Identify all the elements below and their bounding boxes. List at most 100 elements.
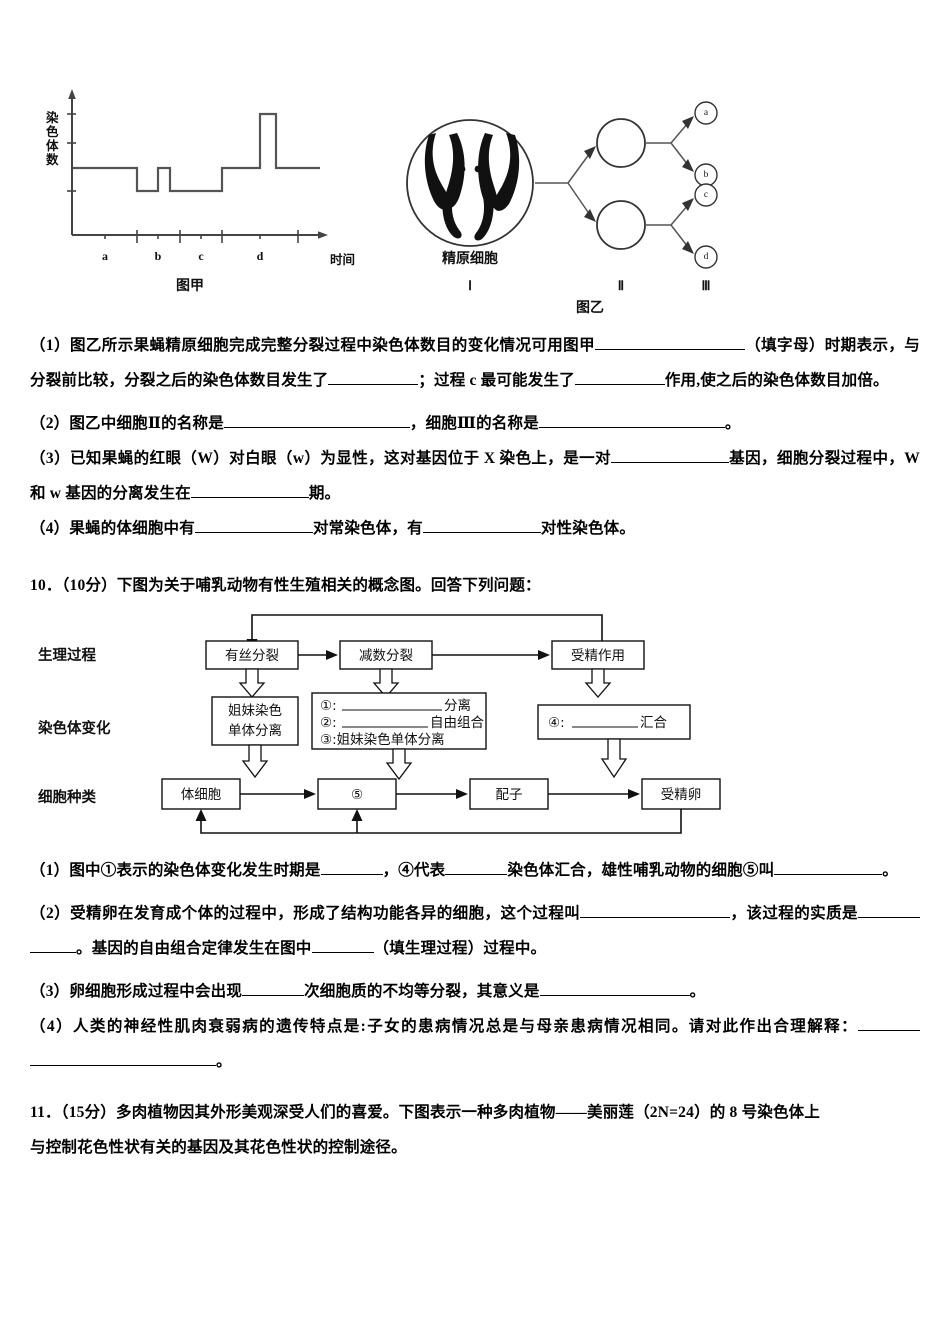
chart-y-axis-label-char3: 体 — [46, 138, 59, 153]
arrowhead-somatic-to-5 — [304, 789, 316, 799]
q10-p3-blank-2[interactable] — [539, 980, 690, 996]
chart-y-axis-label-char4: 数 — [45, 152, 59, 167]
meiosis-item-1-num: ①: — [320, 698, 337, 714]
q10-p4-blank-1[interactable] — [858, 1015, 920, 1031]
feedback-arrowhead-somatic — [195, 809, 207, 821]
concept-diagram: 生理过程 染色体变化 细胞种类 有丝分裂 减数分裂 受精作用 — [30, 611, 920, 846]
q10-p2-blank-2b[interactable] — [30, 937, 76, 953]
chart-xlabel-d: d — [257, 249, 264, 263]
stage-numeral-II: Ⅱ — [618, 278, 624, 293]
box-zygote — [641, 778, 721, 810]
feedback-arrowhead-5 — [351, 809, 363, 821]
q9-p1-blank-3[interactable] — [574, 369, 665, 385]
box-fertilization-label: 受精作用 — [571, 648, 625, 664]
q10-p2-blank-3[interactable] — [311, 937, 374, 953]
q10-p1-blank-4[interactable] — [836, 859, 883, 875]
figure-1-svg: 染 色 体 数 a b c d 时间 图甲 — [45, 89, 718, 315]
q10-p4-blank-2[interactable] — [30, 1050, 216, 1066]
spermatogonium-circle — [406, 119, 534, 247]
q9-p3-blank-1[interactable] — [610, 447, 729, 463]
chart-caption-jia: 图甲 — [176, 278, 204, 294]
q10-p2-blank-1[interactable] — [580, 902, 731, 918]
box-gamete-label: 配子 — [496, 787, 523, 803]
box-somatic-cell-label: 体细胞 — [181, 787, 222, 803]
q9-part-1: （1）图乙所示果蝇精原细胞完成完整分裂过程中染色体数目的变化情况可用图甲（填字母… — [30, 328, 920, 398]
box-mitosis — [205, 640, 299, 670]
q10-part-4: （4）人类的神经性肌肉衰弱病的遗传特点是:子女的患病情况总是与母亲患病情况相同。… — [30, 1009, 920, 1079]
fertilization-item-suffix: 汇合 — [640, 715, 668, 731]
q10-p2-text-c: 。基因的自由组合定律发生在图中 — [76, 940, 312, 957]
q10-p3-text-a: （3）卵细胞形成过程中会出现 — [30, 983, 243, 1000]
chart-x-axis-label: 时间 — [330, 252, 355, 267]
q9-p4-blank-1[interactable] — [194, 517, 313, 533]
row-label-cell-type: 细胞种类 — [38, 788, 96, 806]
q11-stem: 11．（15分）多肉植物因其外形美观深受人们的喜爱。下图表示一种多肉植物——美丽… — [30, 1095, 920, 1165]
product-circle-a — [694, 101, 718, 125]
q9-p1-blank-1[interactable] — [595, 334, 745, 350]
q10-part-3: （3）卵细胞形成过程中会出现 次细胞质的不均等分裂，其意义是 。 — [30, 974, 920, 1009]
q9-p4-blank-2[interactable] — [422, 517, 541, 533]
connector-to-b — [670, 142, 689, 166]
q9-p2-text-c: 。 — [724, 415, 741, 432]
arrowhead-5-to-gamete — [456, 789, 468, 799]
q9-p2-text-a: （2）图乙中细胞Ⅱ的名称是 — [30, 415, 224, 432]
q9-p1-blank-2[interactable] — [328, 369, 419, 385]
q10-p2-text-a: （2）受精卵在发育成个体的过程中，形成了结构功能各异的细胞，这个过程叫 — [30, 905, 581, 922]
q11-line-1: 11．（15分）多肉植物因其外形美观深受人们的喜爱。下图表示一种多肉植物——美丽… — [30, 1104, 821, 1121]
fat-arrow-sister-down — [241, 744, 269, 779]
chromosome-shapes — [424, 133, 520, 241]
meiosis-item-2-suffix: 自由组合 — [430, 715, 484, 731]
box-sister-chromatid-separation — [211, 696, 299, 746]
secondary-cell-upper — [596, 118, 646, 168]
meiosis-item-1-suffix: 分离 — [444, 697, 471, 714]
product-label-b: b — [704, 170, 709, 180]
arrowhead-to-c — [682, 198, 694, 211]
q10-part-1: （1）图中①表示的染色体变化发生时期是，④代表染色体汇合，雄性哺乳动物的细胞⑤叫… — [30, 853, 920, 888]
chart-y-axis-label-char1: 染 — [45, 110, 59, 125]
q10-p1-blank-2[interactable] — [445, 859, 508, 875]
q9-p3-text-b: 基因，细胞分裂过程中，W 和 w 基因的分离发生在 — [30, 450, 920, 502]
q9-p2-text-b: ，细胞Ⅲ的名称是 — [409, 415, 539, 432]
box-cell-5-label: ⑤ — [351, 787, 363, 803]
q10-p3-blank-1[interactable] — [242, 980, 305, 996]
fertilization-item-num: ④: — [548, 715, 565, 731]
arrowhead-fork-down — [584, 209, 596, 222]
row-label-chromosome-change: 染色体变化 — [37, 719, 111, 737]
box-fertilization — [551, 640, 645, 670]
q10-p2-blank-2[interactable] — [858, 902, 920, 918]
box-gamete — [469, 778, 549, 810]
q10-p4-text-a: （4）人类的神经性肌肉衰弱病的遗传特点是:子女的患病情况总是与母亲患病情况相同。… — [30, 1018, 858, 1035]
q9-p3-text-a: （3）已知果蝇的红眼（W）对白眼（w）为显性，这对基因位于 X 染色上，是一对 — [30, 450, 611, 467]
q10-p3-text-b: 次细胞质的不均等分裂，其意义是 — [304, 983, 540, 1000]
connector-to-a — [670, 122, 689, 144]
q9-part-2: （2）图乙中细胞Ⅱ的名称是 ，细胞Ⅲ的名称是 。 — [30, 406, 920, 441]
chart-x-arrowhead — [318, 231, 328, 239]
diagram-yi: 精原细胞 — [406, 101, 718, 315]
box-zygote-label: 受精卵 — [661, 787, 702, 803]
arrowhead-to-d — [682, 241, 694, 254]
q10-p1-blank-1[interactable] — [320, 859, 383, 875]
diagram-caption-yi: 图乙 — [576, 300, 604, 315]
product-label-c: c — [704, 190, 708, 200]
q9-p3-blank-2[interactable] — [190, 482, 309, 498]
feedback-line-top — [251, 614, 603, 641]
q9-p4-text-a: （4）果蝇的体细胞中有 — [30, 520, 195, 537]
q9-p2-blank-2[interactable] — [538, 412, 725, 428]
product-circle-c — [694, 183, 718, 207]
secondary-cell-lower — [596, 200, 646, 250]
q10-p1-blank-3[interactable] — [774, 859, 837, 875]
q10-part-2: （2）受精卵在发育成个体的过程中，形成了结构功能各异的细胞，这个过程叫，该过程的… — [30, 896, 920, 966]
q10-p1-text-c: 染色体汇合，雄性哺乳动物的细胞⑤叫 — [507, 862, 775, 879]
arrowhead-to-a — [682, 116, 694, 129]
q9-p4-text-b: 对常染色体，有 — [312, 520, 423, 537]
arrowhead-mitosis-to-meiosis — [326, 650, 338, 660]
row-label-physiological-process: 生理过程 — [38, 646, 96, 664]
q9-p2-blank-1[interactable] — [223, 412, 410, 428]
fat-arrow-mitosis-down — [238, 668, 266, 698]
q9-p1-text-b: （填字母）时期表示，与分裂前比较，分裂之后的染色体数目发生了 — [30, 337, 921, 389]
box-cell-5 — [317, 778, 397, 810]
chart-xlabel-c: c — [198, 249, 204, 263]
q9-part-4: （4）果蝇的体细胞中有对常染色体，有对性染色体。 — [30, 511, 920, 546]
q10-p3-text-c: 。 — [689, 983, 706, 1000]
chart-y-axis-label-char2: 色 — [46, 124, 59, 139]
